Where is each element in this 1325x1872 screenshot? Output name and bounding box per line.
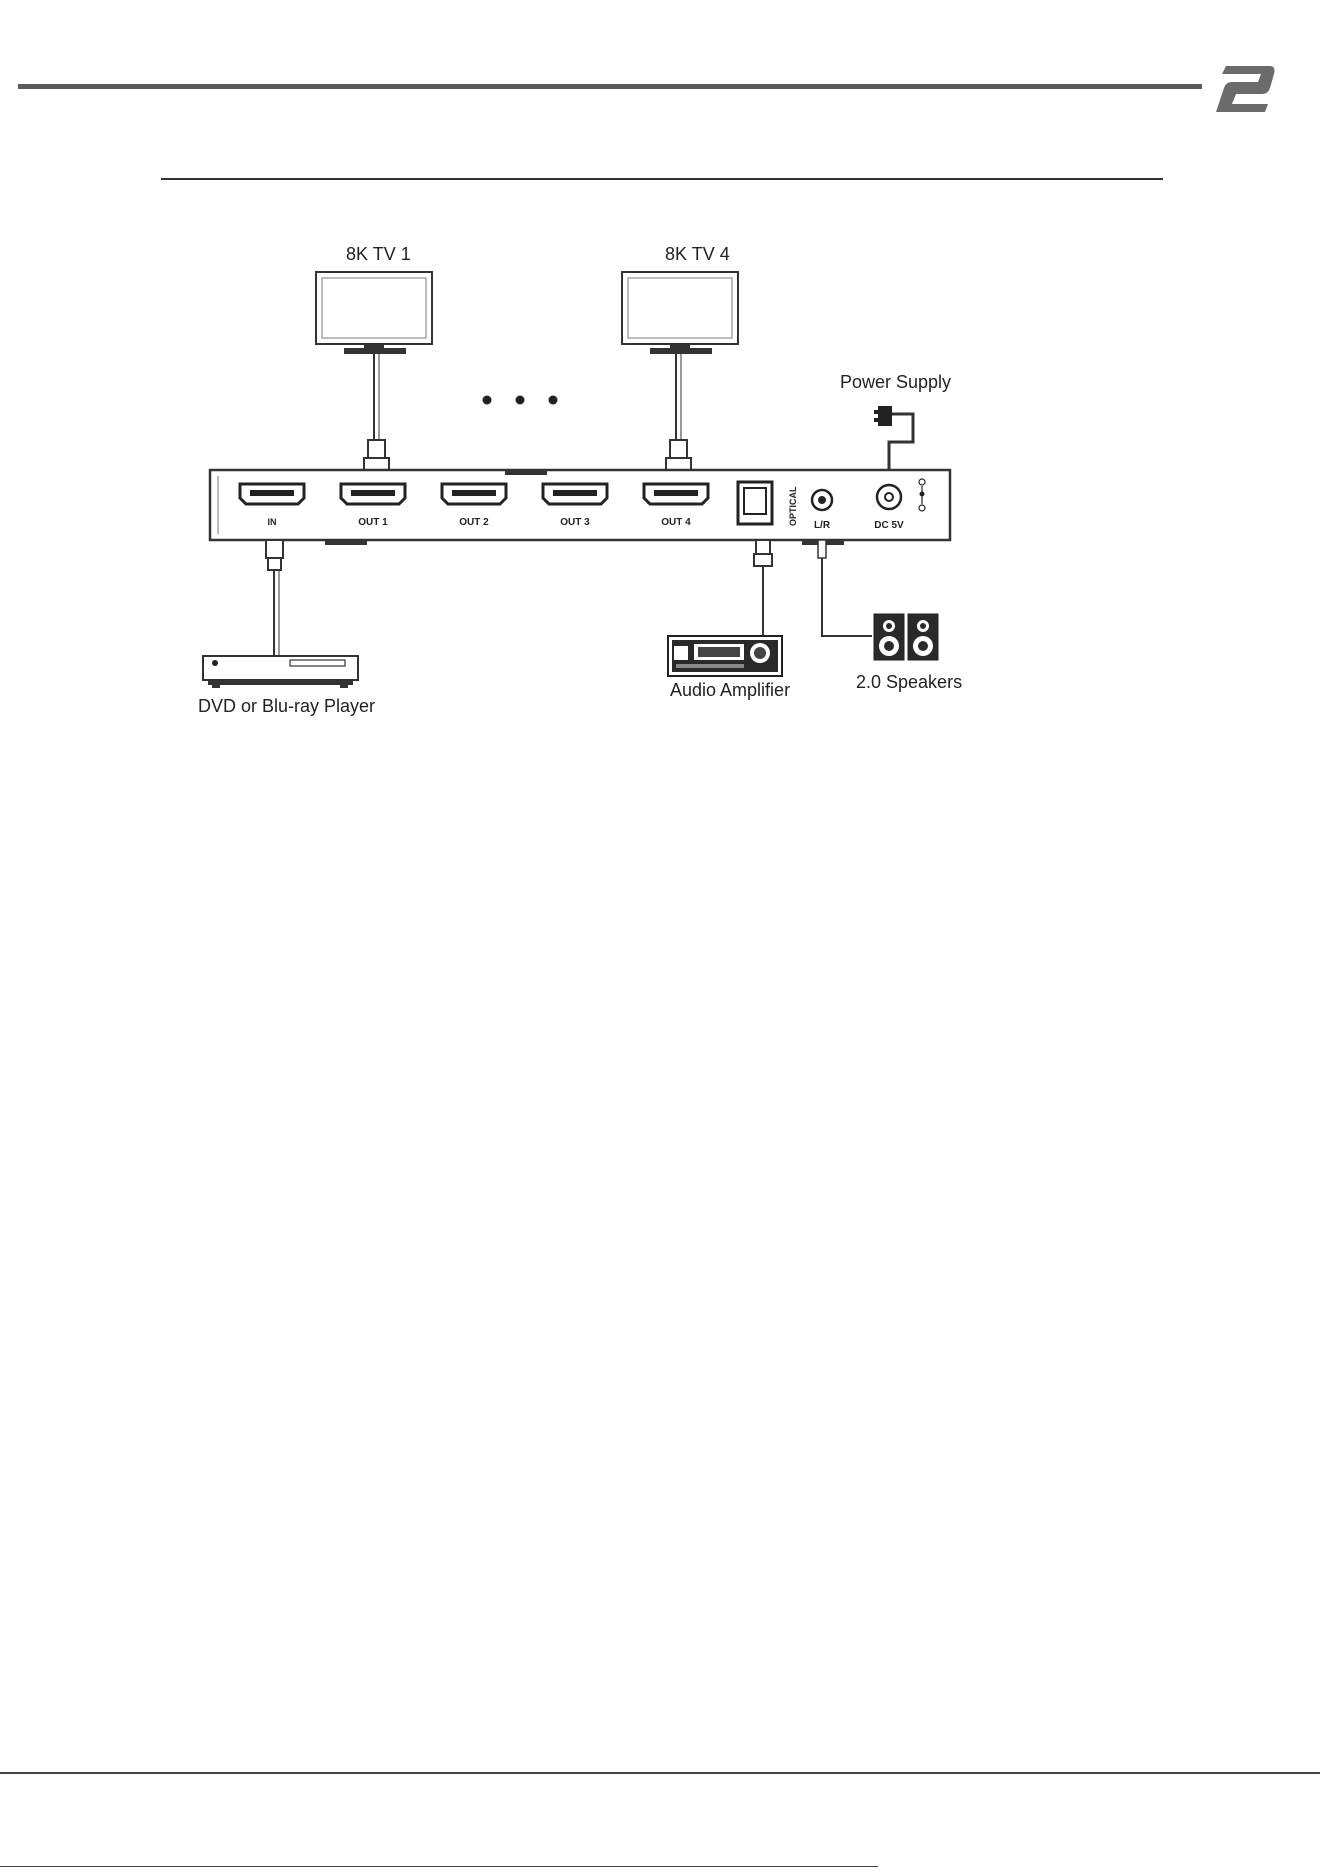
label-audio-amplifier: Audio Amplifier xyxy=(670,680,790,701)
dc-power-jack xyxy=(877,485,901,509)
ellipsis-dots xyxy=(483,396,558,405)
label-tv1: 8K TV 1 xyxy=(346,244,411,265)
connection-diagram: IN OUT 1 OUT 2 OUT 3 OUT 4 OPTICAL L/R D… xyxy=(0,0,1325,760)
speakers-icon xyxy=(874,614,938,660)
lr-audio-jack xyxy=(812,490,832,510)
hdmi-port-out1 xyxy=(341,484,405,504)
label-power-supply: Power Supply xyxy=(840,372,951,393)
hdmi-splitter-device: IN OUT 1 OUT 2 OUT 3 OUT 4 OPTICAL L/R D… xyxy=(210,470,950,545)
port-label-out2: OUT 2 xyxy=(459,517,489,528)
cable-tv4 xyxy=(666,354,691,478)
hdmi-port-out4 xyxy=(644,484,708,504)
tv-4-icon xyxy=(622,272,738,354)
cable-amplifier xyxy=(754,540,772,636)
audio-amplifier-icon xyxy=(668,636,782,676)
hdmi-port-out2 xyxy=(442,484,506,504)
label-dvd-player: DVD or Blu-ray Player xyxy=(198,696,375,717)
footer-rule xyxy=(0,1772,1320,1774)
label-tv4: 8K TV 4 xyxy=(665,244,730,265)
cable-tv1 xyxy=(364,354,389,478)
optical-port xyxy=(738,482,772,524)
port-label-dc: DC 5V xyxy=(874,520,904,531)
port-label-optical: OPTICAL xyxy=(788,486,798,526)
dvd-player-icon xyxy=(203,656,358,688)
port-label-out4: OUT 4 xyxy=(661,517,691,528)
label-speakers: 2.0 Speakers xyxy=(856,672,962,693)
hdmi-port-in xyxy=(240,484,304,504)
cable-speakers xyxy=(818,540,872,636)
port-label-out3: OUT 3 xyxy=(560,517,590,528)
footer-rule-secondary xyxy=(0,1866,878,1867)
port-label-out1: OUT 1 xyxy=(358,517,388,528)
port-label-in: IN xyxy=(268,517,277,527)
port-label-lr: L/R xyxy=(814,520,831,531)
tv-1-icon xyxy=(316,272,432,354)
cable-dvd xyxy=(266,540,283,656)
hdmi-port-out3 xyxy=(543,484,607,504)
